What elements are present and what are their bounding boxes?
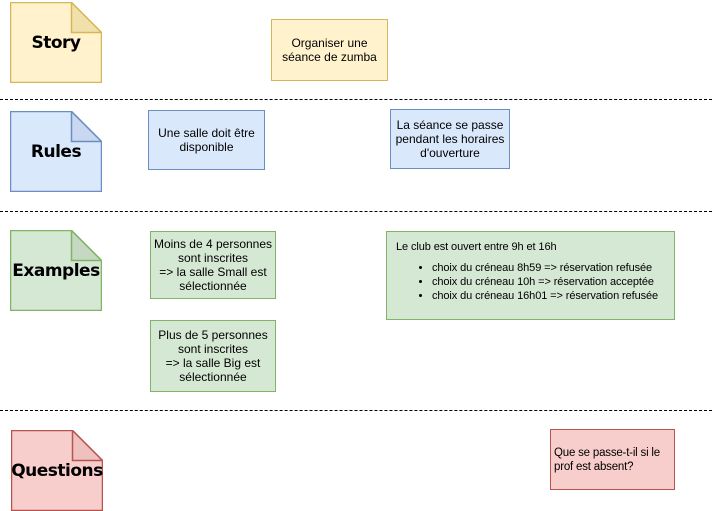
note-line: prof est absent? [554, 460, 634, 473]
questions-lane-sticky[interactable]: Questions [11, 430, 103, 511]
note-line: pendant les horaires [395, 132, 505, 146]
story-note[interactable]: Organiser une séance de zumba [271, 19, 388, 81]
note-line: => la salle Big est [165, 356, 261, 370]
rule-note-salle-disponible[interactable]: Une salle doit être disponible [148, 110, 265, 170]
note-line: Une salle doit être [158, 126, 255, 140]
note-line: d'ouverture [420, 146, 480, 160]
sticky-note-icon [10, 111, 102, 192]
row-separator-examples-questions [0, 410, 712, 411]
club-note-bullet: choix du créneau 10h => réservation acce… [432, 275, 658, 289]
note-line: Plus de 5 personnes [158, 328, 268, 342]
example-note-salle-small[interactable]: Moins de 4 personnes sont inscrites => l… [150, 231, 276, 299]
note-line: Organiser une [291, 36, 368, 50]
note-line: sélectionnée [179, 279, 247, 293]
note-line: sont inscrites [177, 342, 249, 356]
sticky-note-icon [10, 2, 102, 83]
examples-lane-label: Examples [12, 260, 100, 281]
note-line: disponible [179, 140, 234, 154]
note-line: séance de zumba [282, 50, 377, 64]
example-note-salle-big[interactable]: Plus de 5 personnes sont inscrites => la… [150, 320, 276, 392]
story-lane-label: Story [31, 32, 81, 53]
club-note-title: Le club est ouvert entre 9h et 16h [396, 241, 557, 253]
note-line: Moins de 4 personnes [153, 237, 273, 251]
rules-lane-label: Rules [30, 141, 82, 162]
question-note-prof-absent[interactable]: Que se passe-t-il si le prof est absent? [550, 429, 675, 490]
examples-lane-sticky[interactable]: Examples [10, 230, 102, 311]
note-line: sont inscrites [177, 251, 249, 265]
club-note-bullet: choix du créneau 8h59 => réservation ref… [432, 261, 658, 275]
rules-lane-sticky[interactable]: Rules [10, 111, 102, 192]
note-line: La séance se passe [396, 118, 504, 132]
example-note-horaires-club[interactable]: Le club est ouvert entre 9h et 16h choix… [386, 231, 675, 320]
club-note-bullet: choix du créneau 16h01 => réservation re… [432, 289, 658, 303]
row-separator-rules-examples [0, 211, 712, 212]
note-line: Que se passe-t-il si le [554, 446, 660, 459]
sticky-note-icon [11, 430, 103, 511]
club-note-bullet-list: choix du créneau 8h59 => réservation ref… [396, 261, 658, 303]
note-line: sélectionnée [179, 370, 247, 384]
row-separator-story-rules [0, 99, 712, 100]
note-line: => la salle Small est [159, 265, 267, 279]
story-lane-sticky[interactable]: Story [10, 2, 102, 83]
sticky-note-icon [10, 230, 102, 311]
questions-lane-label: Questions [11, 460, 103, 481]
rule-note-horaires-ouverture[interactable]: La séance se passe pendant les horaires … [390, 109, 510, 169]
